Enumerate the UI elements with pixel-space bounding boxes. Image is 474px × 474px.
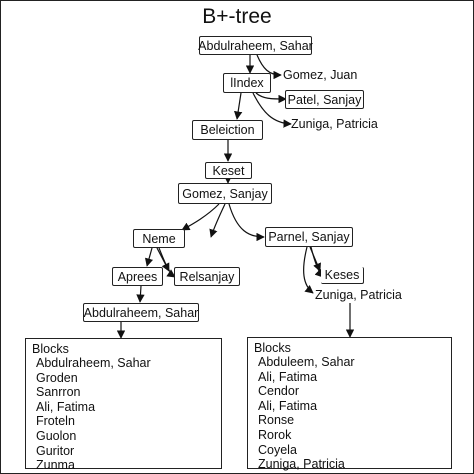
list-item: Guritor xyxy=(36,443,75,458)
diagram-title: B+-tree xyxy=(202,5,272,28)
list-item: Zunma xyxy=(36,458,75,473)
left-block: Blocks Abdulraheem, Sahar Groden Sanrron… xyxy=(25,338,222,472)
list-item: Zuniga, Patricia xyxy=(258,457,345,472)
node-keses: Keses xyxy=(321,267,364,284)
right-block-title: Blocks xyxy=(254,341,291,355)
edge-neme-aprees xyxy=(144,247,154,267)
node-patel: Patel, Sanjay xyxy=(285,90,364,109)
label-zuniga-1: Zuniga, Patricia xyxy=(291,117,378,131)
list-item: Froteln xyxy=(36,414,75,429)
list-item: Ronse xyxy=(258,413,295,428)
list-item: Cendor xyxy=(258,384,299,399)
edge-root-gomezjuan xyxy=(256,54,282,80)
node-root: Abdulraheem, Sahar xyxy=(198,36,313,55)
node-parnel: Parnel, Sanjay xyxy=(265,227,353,247)
node-neme: Neme xyxy=(133,229,185,248)
list-item: Sanrron xyxy=(36,385,81,400)
node-index: lIndex xyxy=(223,73,271,93)
node-aprees: Aprees xyxy=(112,267,163,286)
list-item: Abduleem, Sahar xyxy=(258,355,355,369)
right-block: Blocks Abduleem, Sahar Ali, Fatima Cendo… xyxy=(247,337,452,472)
label-zuniga-2: Zuniga, Patricia xyxy=(315,288,402,302)
list-item: Abdulraheem, Sahar xyxy=(36,356,151,370)
edge-gomez-parnel xyxy=(228,203,265,242)
list-item: Rorok xyxy=(258,427,292,442)
left-block-list: Abdulraheem, Sahar Groden Sanrron Ali, F… xyxy=(32,356,215,473)
list-item: Ali, Fatima xyxy=(258,398,318,413)
edge-index-zuniga1 xyxy=(252,92,292,128)
list-item: Groden xyxy=(36,370,78,385)
list-item: Coyela xyxy=(258,442,297,457)
node-beleiction: Beleiction xyxy=(192,120,263,140)
edge-gomez-neme xyxy=(181,203,220,231)
edge-stub-parnel-keses xyxy=(309,246,321,272)
edge-index-patel xyxy=(255,92,287,104)
list-item: Ali, Fatima xyxy=(258,369,318,384)
left-block-title: Blocks xyxy=(32,342,69,356)
edge-parnel-zuniga2 xyxy=(303,246,314,294)
node-gomez-sanjay: Gomez, Sanjay xyxy=(178,183,272,204)
list-item: Guolon xyxy=(36,428,77,443)
edge-stub-neme-relsanjay xyxy=(156,247,170,272)
label-gomez-juan: Gomez, Juan xyxy=(283,68,358,82)
edge-aprees-abdul2 xyxy=(136,285,145,303)
edge-index-beleiction xyxy=(233,92,243,120)
edge-stub-gomez-neme xyxy=(209,203,226,238)
list-item: Ali, Fatima xyxy=(36,399,96,414)
right-block-list: Abduleem, Sahar Ali, Fatima Cendor Ali, … xyxy=(254,355,445,472)
node-keset: Keset xyxy=(205,162,252,179)
node-relsanjay: Relsanjay xyxy=(174,267,240,286)
node-abdul-2: Abdulraheem, Sahar xyxy=(83,303,199,322)
